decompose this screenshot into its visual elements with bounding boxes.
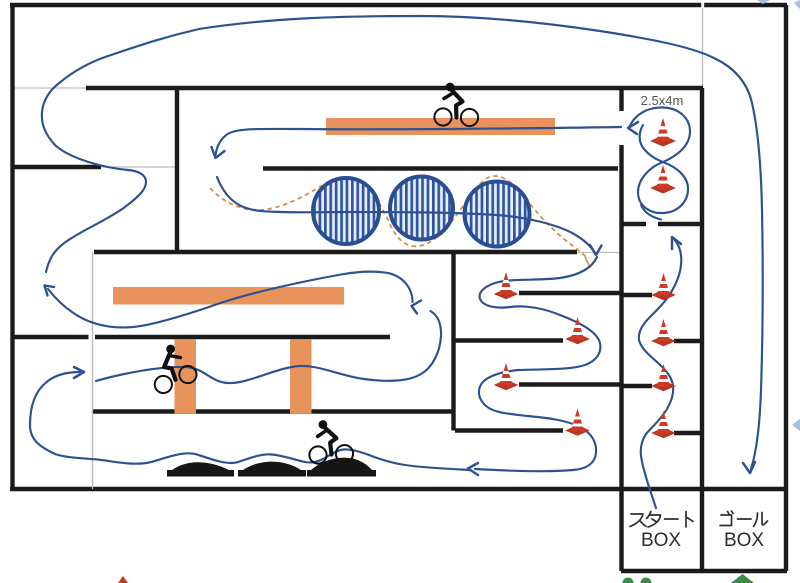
- svg-text:2.5x4m: 2.5x4m: [641, 93, 684, 108]
- svg-text:BOX: BOX: [641, 530, 681, 551]
- svg-text:BOX: BOX: [724, 530, 764, 551]
